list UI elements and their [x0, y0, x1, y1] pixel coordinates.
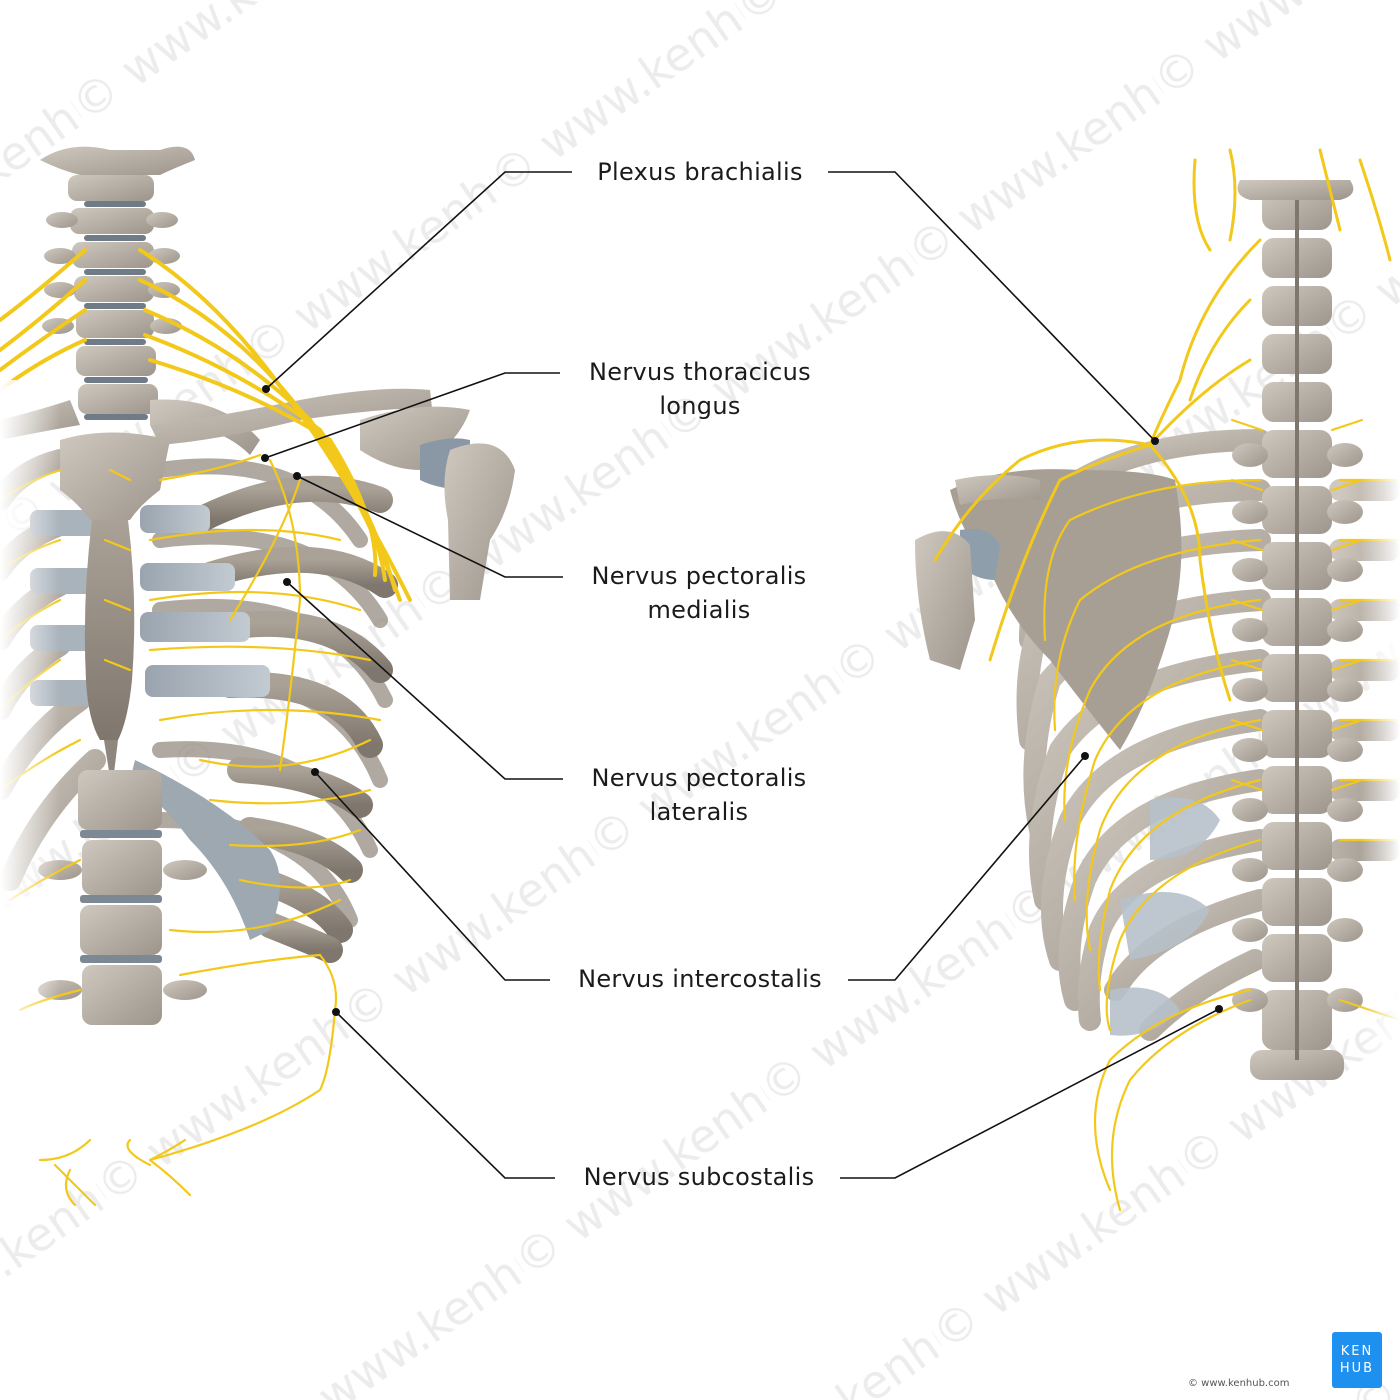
label-nervus-thoracicus-longus: Nervus thoracicus longus — [560, 355, 840, 423]
edge-fade-right — [1360, 380, 1400, 1080]
thoracolumbar-spine — [38, 770, 207, 1025]
label-nervus-pectoralis-medialis: Nervus pectoralis medialis — [563, 559, 835, 627]
costal-cartilage-right — [140, 505, 270, 697]
leader-lines — [264, 171, 1220, 1179]
label-nervus-subcostalis: Nervus subcostalis — [555, 1160, 843, 1194]
kenhub-logo[interactable]: KEN HUB — [1332, 1332, 1382, 1388]
leader-intercostalis-right — [848, 755, 1086, 981]
label-text-line-2: longus — [659, 392, 741, 420]
scapula — [950, 469, 1182, 750]
logo-line-2: HUB — [1339, 1361, 1375, 1376]
sternum — [60, 432, 170, 790]
humerus — [444, 443, 515, 600]
leader-plexus-brachialis-right — [828, 171, 1156, 442]
costal-arch — [130, 760, 280, 940]
logo-line-1: KEN — [1340, 1344, 1374, 1359]
label-nervus-pectoralis-lateralis: Nervus pectoralis lateralis — [563, 761, 835, 829]
scapular-spine — [955, 475, 1040, 505]
label-plexus-brachialis: Plexus brachialis — [575, 155, 825, 189]
leader-endpoints — [261, 385, 1223, 1016]
label-text-line-2: lateralis — [649, 798, 749, 826]
label-text: Nervus subcostalis — [583, 1163, 815, 1191]
edge-fade-left — [0, 380, 60, 1080]
label-nervus-intercostalis: Nervus intercostalis — [550, 962, 850, 996]
acromion — [360, 406, 470, 470]
label-text: Nervus intercostalis — [578, 965, 822, 993]
label-text-line-1: Nervus pectoralis — [591, 562, 807, 590]
copyright-footer: © www.kenhub.com — [1188, 1378, 1290, 1389]
cervical-spine — [40, 146, 195, 420]
posterior-vertebral-column — [1232, 180, 1363, 1080]
leader-subcostalis-left — [335, 1011, 555, 1179]
leader-intercostalis-left — [314, 771, 550, 981]
label-text-line-1: Nervus pectoralis — [591, 764, 807, 792]
posterior-cartilage — [1110, 797, 1220, 1036]
leader-pectoralis-medialis — [296, 475, 563, 578]
leader-plexus-brachialis-left — [265, 171, 572, 390]
label-text-line-2: medialis — [647, 596, 751, 624]
anterior-view — [0, 146, 515, 1207]
leader-thoracicus-longus — [264, 372, 560, 459]
posterior-view — [915, 148, 1400, 1212]
leader-subcostalis-right — [840, 1008, 1220, 1179]
label-text: Plexus brachialis — [597, 158, 803, 186]
leader-pectoralis-lateralis — [286, 581, 563, 780]
label-text-line-1: Nervus thoracicus — [589, 358, 811, 386]
humerus-posterior — [915, 531, 975, 670]
posterior-ribs — [1016, 429, 1400, 1041]
